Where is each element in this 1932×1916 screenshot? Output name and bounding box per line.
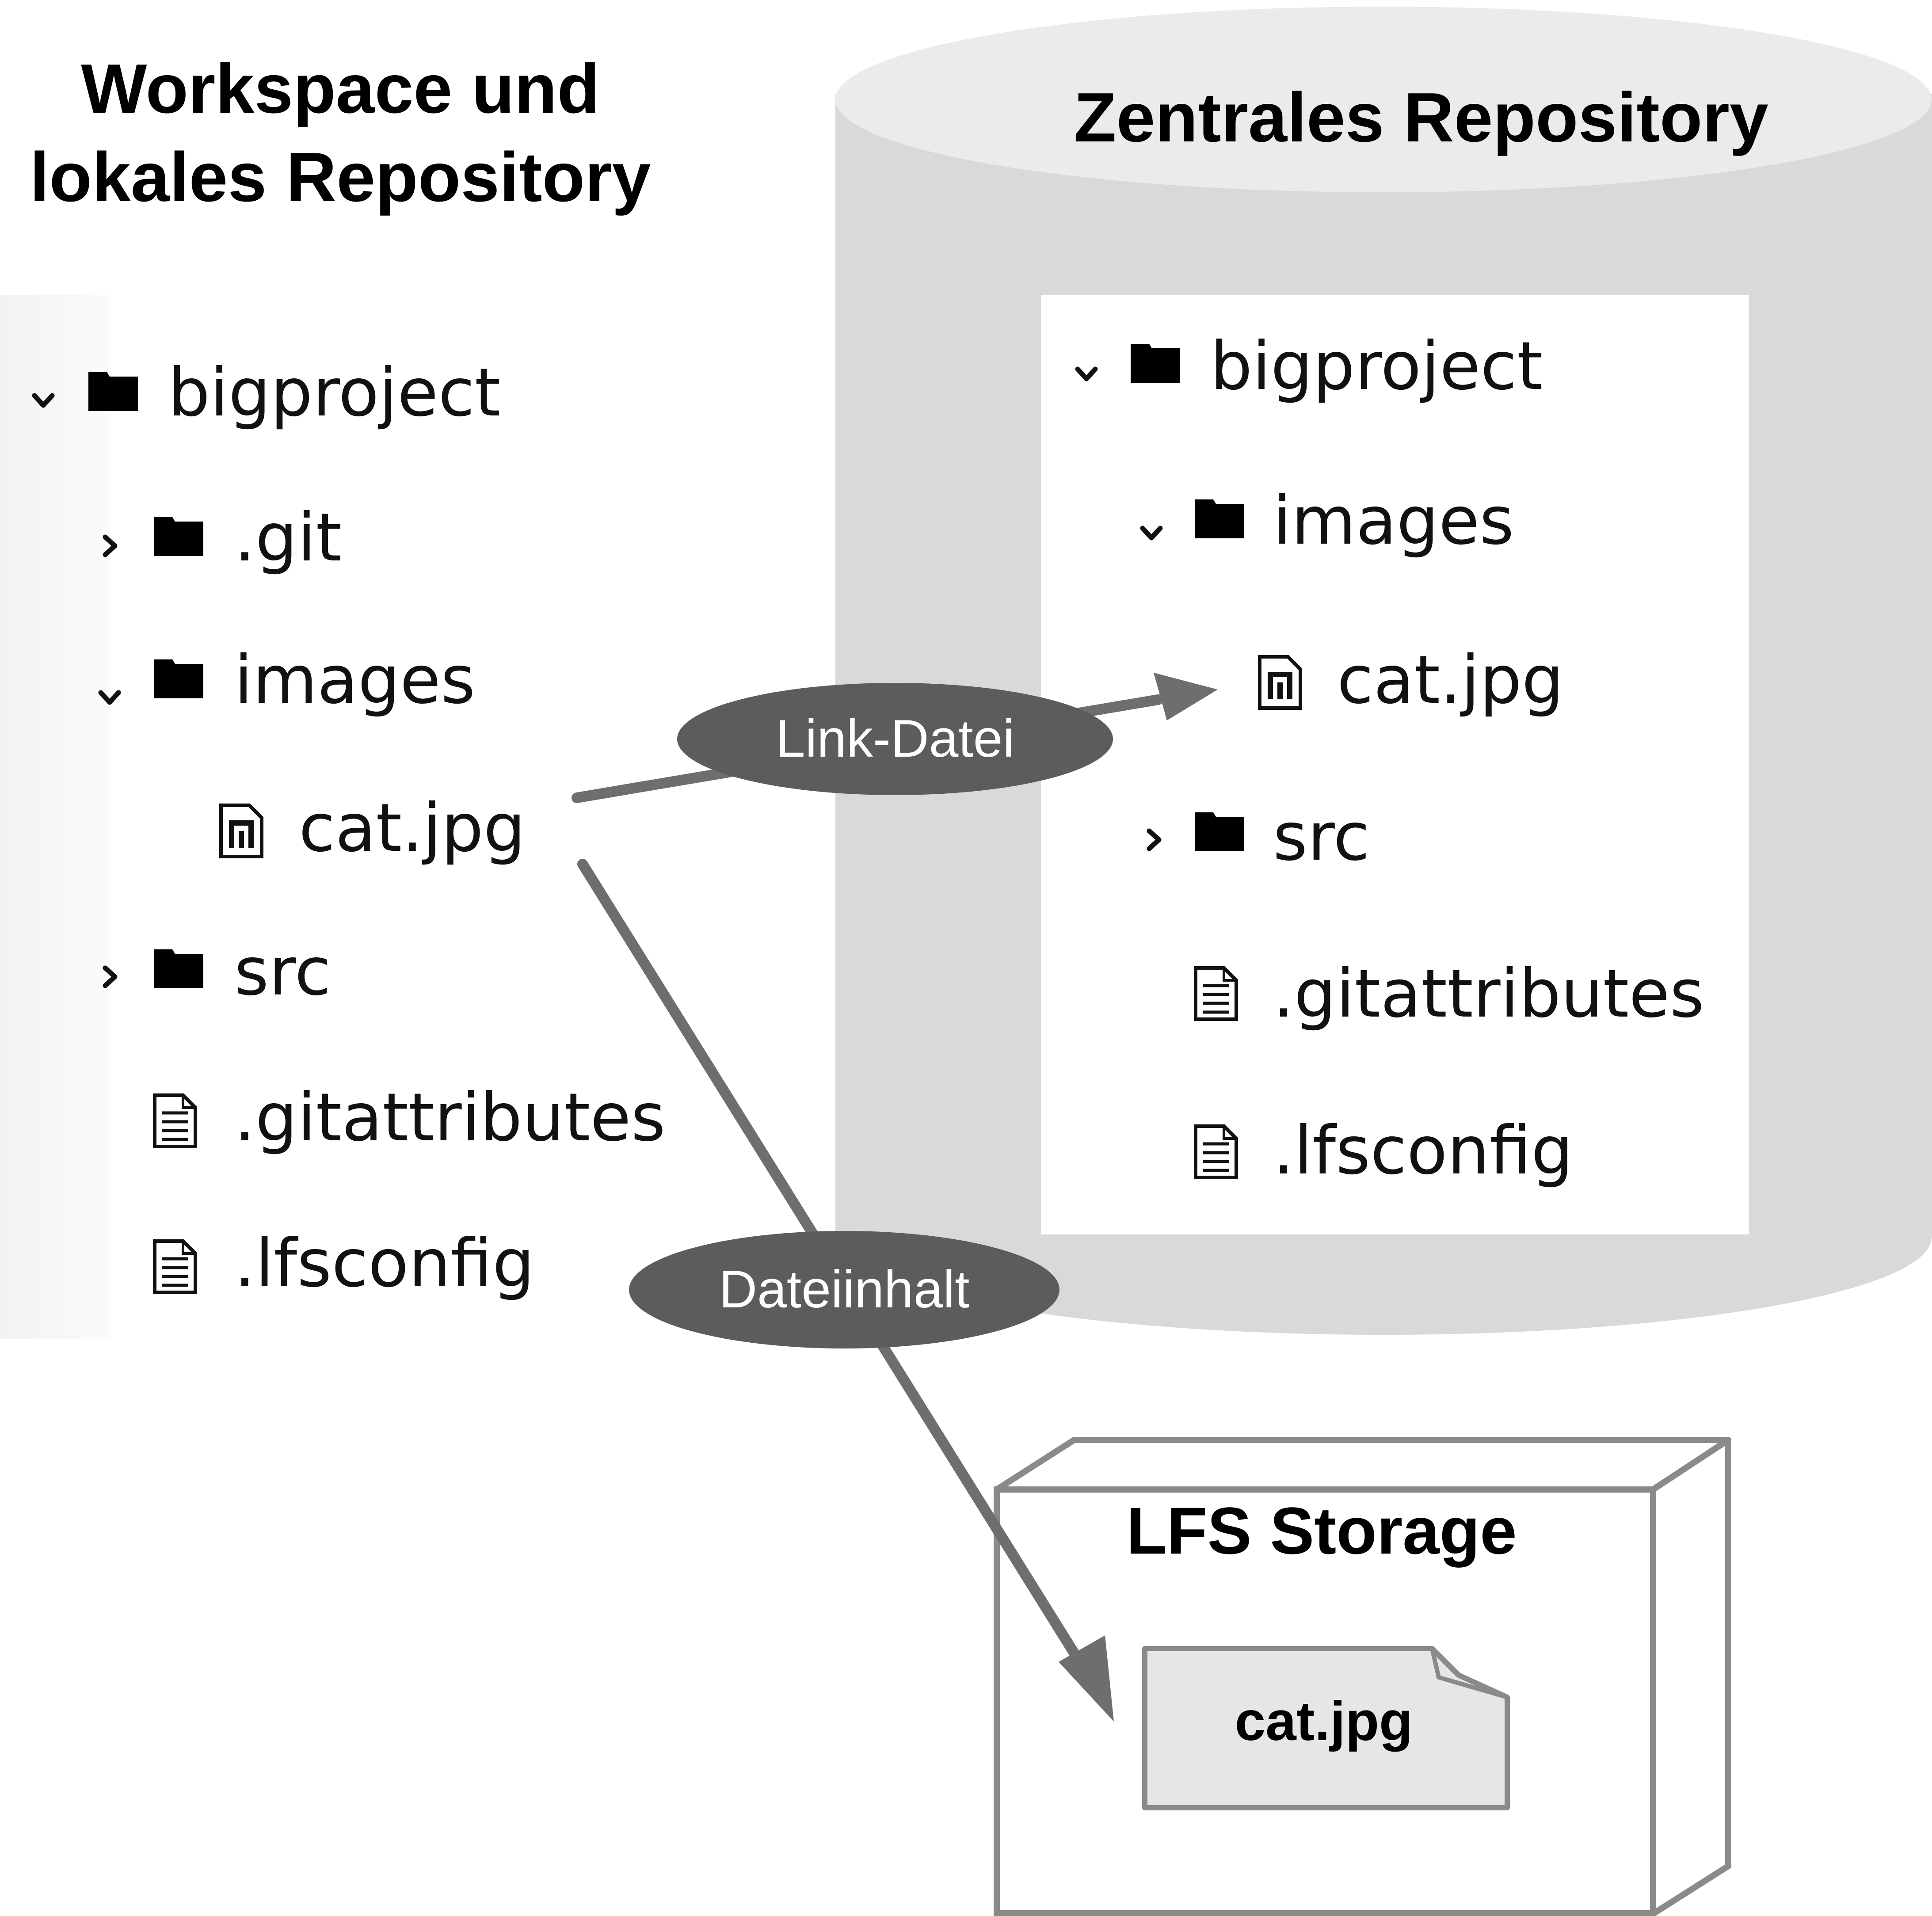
node-top-face — [994, 1437, 1731, 1493]
file-content-label-bubble — [629, 1231, 1059, 1348]
tree-row-label: .gitattributes — [1273, 956, 1704, 1032]
link-file-edge: Link-Datei — [572, 673, 1218, 803]
workspace-file-tree: bigproject .git images cat.jpg src .gita… — [0, 295, 666, 1339]
text-file-icon — [1196, 1126, 1236, 1177]
file-content-arrowhead — [1059, 1635, 1114, 1722]
lfs-link-file-icon — [1260, 657, 1300, 708]
tree-row-images[interactable]: images — [1143, 483, 1514, 560]
text-file-icon — [155, 1241, 195, 1292]
central-file-tree: bigproject images cat.jpg src .gitattrib… — [1041, 295, 1749, 1234]
node-side-face — [1650, 1437, 1731, 1916]
tree-row-label: images — [1273, 483, 1514, 560]
folder-icon — [88, 372, 138, 411]
folder-icon — [154, 949, 203, 988]
central-tree-panel — [1041, 295, 1749, 1234]
tree-row-label: src — [1273, 799, 1370, 876]
workspace-title-line1: Workspace und — [81, 50, 600, 128]
workspace-title-line2: lokales Repository — [30, 138, 651, 216]
tree-row-label: src — [234, 933, 331, 1010]
tree-row-lfsconfig[interactable]: .lfsconfig — [155, 1225, 534, 1302]
stored-file-label: cat.jpg — [1235, 1691, 1413, 1752]
tree-row-bigproject[interactable]: bigproject — [34, 354, 501, 431]
tree-row-label: .lfsconfig — [234, 1225, 534, 1302]
tree-row-label: cat.jpg — [299, 790, 526, 867]
tree-row-bigproject[interactable]: bigproject — [1078, 328, 1543, 405]
link-file-arrowhead — [1154, 673, 1218, 720]
tree-row-gitattributes[interactable]: .gitattributes — [155, 1079, 666, 1156]
central-repository-title: Zentrales Repository — [1074, 79, 1768, 156]
tree-row-label: cat.jpg — [1337, 642, 1564, 719]
link-file-label-bubble — [677, 683, 1113, 795]
file-content-edge: Dateiinhalt — [577, 859, 1114, 1722]
tree-row-label: .gitattributes — [234, 1079, 666, 1156]
folder-icon — [1195, 499, 1244, 538]
folder-icon — [154, 517, 203, 556]
tree-row-src[interactable]: src — [105, 933, 331, 1010]
tree-row-label: .lfsconfig — [1273, 1112, 1573, 1189]
text-file-icon — [1196, 968, 1236, 1019]
stored-file-fold — [1430, 1648, 1508, 1699]
tree-row-cat-jpg[interactable]: cat.jpg — [1260, 642, 1564, 719]
folder-icon — [1131, 344, 1180, 383]
tree-row-label: bigproject — [1210, 328, 1543, 405]
folder-icon — [154, 659, 203, 698]
tree-row-label: bigproject — [168, 354, 501, 431]
stored-file: cat.jpg — [1142, 1646, 1510, 1810]
text-file-icon — [155, 1095, 195, 1147]
tree-row-src[interactable]: src — [1149, 799, 1370, 876]
tree-row-label: .git — [234, 499, 342, 576]
tree-row-images[interactable]: images — [101, 642, 475, 719]
tree-row-git[interactable]: .git — [105, 499, 342, 576]
lfs-storage-title: LFS Storage — [1126, 1493, 1517, 1568]
tree-row-lfsconfig[interactable]: .lfsconfig — [1196, 1112, 1573, 1189]
workspace-tree-panel — [0, 295, 111, 1339]
folder-icon — [1195, 812, 1244, 851]
tree-row-cat-jpg[interactable]: cat.jpg — [221, 790, 526, 867]
cylinder-top — [835, 7, 1932, 192]
lfs-link-file-icon — [221, 805, 262, 857]
tree-row-label: images — [234, 642, 475, 719]
lfs-storage-node: LFS Storage cat.jpg — [994, 1437, 1731, 1916]
file-content-label: Dateiinhalt — [719, 1260, 969, 1319]
tree-row-gitattributes[interactable]: .gitattributes — [1196, 956, 1704, 1032]
link-file-label: Link-Datei — [776, 709, 1014, 768]
